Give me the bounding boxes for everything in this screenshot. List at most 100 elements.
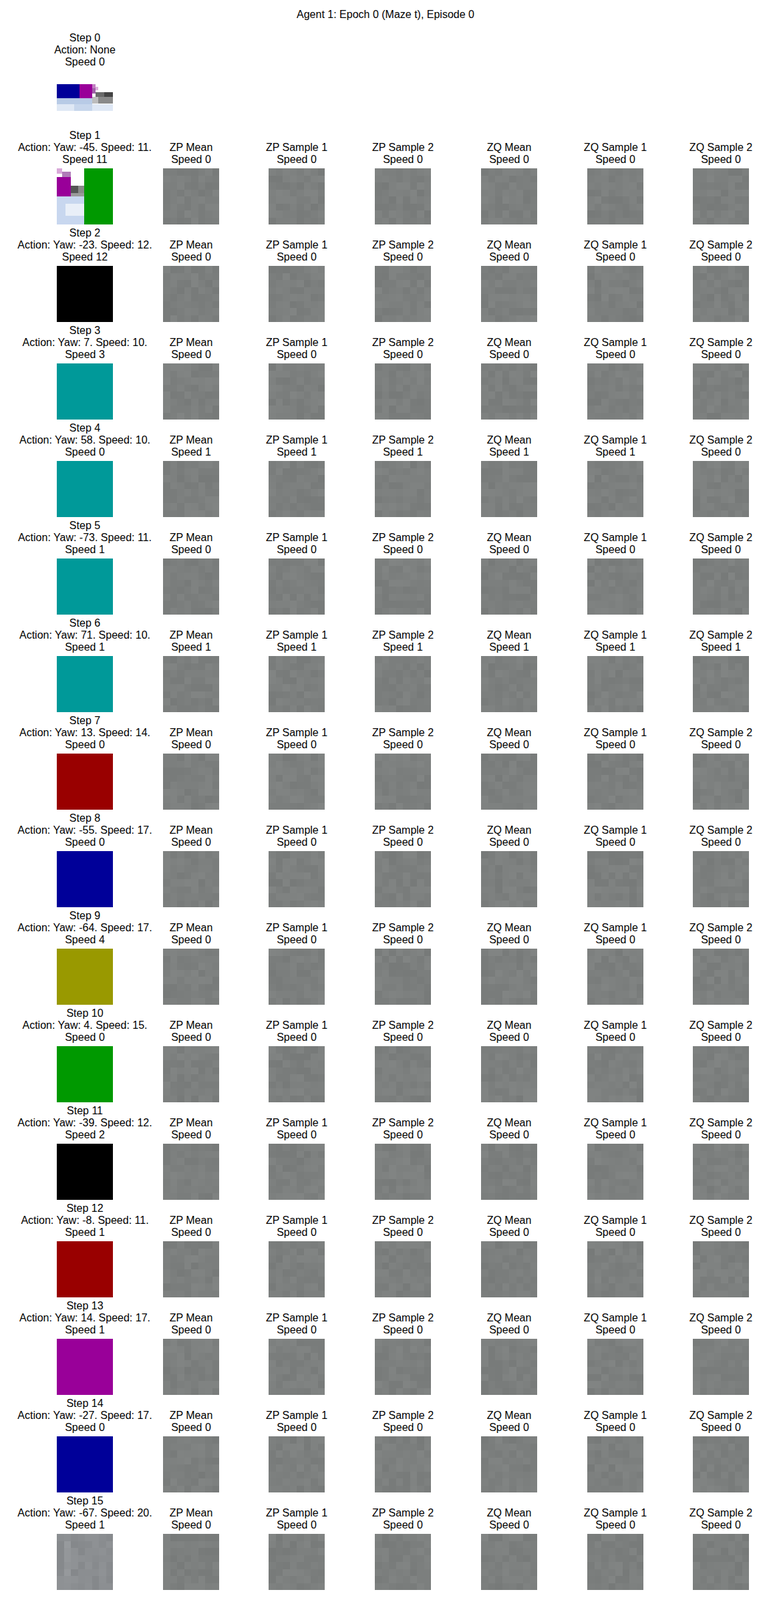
pixel-block	[509, 468, 517, 476]
pixel-block	[205, 293, 213, 302]
pixel-block	[734, 412, 743, 421]
pixel-block	[416, 460, 425, 469]
pixel-block	[502, 468, 510, 476]
pixel-block	[177, 182, 185, 190]
pixel-block	[374, 273, 383, 281]
pixel-block	[495, 217, 503, 226]
pixel-block	[601, 460, 609, 469]
pixel-block	[212, 217, 220, 226]
pixel-block	[622, 196, 630, 204]
pixel-block	[177, 460, 185, 469]
pixel-block	[488, 301, 496, 309]
pixel-block	[184, 203, 192, 212]
pixel-block	[727, 468, 735, 476]
pixel-block	[402, 175, 411, 184]
pixel-block	[402, 377, 411, 385]
pixel-block	[177, 565, 185, 574]
pixel-block	[509, 482, 517, 490]
pixel-block	[303, 189, 311, 198]
pixel-block	[289, 412, 297, 421]
pixel-block	[289, 405, 297, 413]
pixel-block	[282, 370, 290, 379]
pixel-block	[170, 482, 178, 490]
pixel-block	[481, 503, 489, 511]
pixel-block	[317, 384, 325, 393]
pixel-block	[601, 377, 609, 385]
pixel-block	[509, 600, 517, 608]
pixel-block	[530, 607, 538, 616]
pixel-block	[488, 593, 496, 602]
pixel-block	[601, 475, 609, 483]
pixel-block	[388, 496, 397, 504]
pixel-block	[310, 384, 319, 393]
pixel-block	[374, 558, 383, 566]
pixel-block	[734, 405, 743, 413]
pixel-block	[530, 475, 538, 483]
pixel-block	[296, 182, 304, 190]
pixel-block	[727, 287, 735, 295]
pixel-block	[56, 363, 113, 420]
pixel-block	[388, 287, 397, 295]
pixel-block	[317, 600, 325, 608]
pixel-block	[636, 363, 644, 371]
pixel-block	[593, 307, 602, 316]
pixel-block	[741, 496, 749, 504]
pixel-block	[381, 307, 389, 316]
pixel-block	[198, 210, 206, 218]
pixel-block	[402, 579, 411, 588]
pixel-block	[720, 293, 729, 302]
pixel-block	[523, 572, 531, 580]
pixel-block	[741, 489, 749, 497]
panel-title: Speed 0	[700, 153, 741, 166]
pixel-block	[289, 572, 297, 580]
pixel-block	[509, 391, 517, 399]
pixel-block	[205, 496, 213, 504]
pixel-block	[317, 405, 325, 413]
panel-image	[481, 363, 538, 420]
pixel-block	[516, 460, 524, 469]
pixel-block	[727, 279, 735, 288]
pixel-block	[310, 503, 319, 511]
pixel-block	[488, 510, 496, 518]
pixel-block	[296, 210, 304, 218]
pixel-block	[706, 307, 715, 316]
pixel-block	[381, 468, 389, 476]
pixel-block	[409, 607, 417, 616]
pixel-block	[289, 315, 297, 323]
pixel-block	[727, 377, 735, 385]
pixel-block	[163, 468, 171, 476]
image-panel: Step 4Action: Yaw: 58. Speed: 10.Speed 0	[19, 422, 151, 518]
pixel-block	[516, 468, 524, 476]
pixel-block	[622, 315, 630, 323]
pixel-block	[296, 315, 304, 323]
pixel-block	[303, 307, 311, 316]
pixel-block	[374, 203, 383, 212]
pixel-block	[713, 391, 721, 399]
pixel-block	[636, 460, 644, 469]
pixel-block	[184, 273, 192, 281]
pixel-block	[177, 189, 185, 198]
pixel-block	[205, 273, 213, 281]
pixel-block	[395, 175, 403, 184]
pixel-block	[163, 279, 171, 288]
pixel-block	[615, 412, 623, 421]
pixel-block	[317, 196, 325, 204]
pixel-block	[212, 315, 220, 323]
pixel-block	[212, 293, 220, 302]
pixel-block	[516, 572, 524, 580]
pixel-block	[212, 572, 220, 580]
pixel-block	[374, 579, 383, 588]
pixel-block	[163, 370, 171, 379]
pixel-block	[607, 384, 616, 393]
panel-image	[587, 265, 644, 323]
panel-image	[692, 168, 749, 225]
pixel-block	[727, 363, 735, 371]
pixel-block	[91, 84, 95, 89]
pixel-block	[296, 377, 304, 385]
pixel-block	[177, 384, 185, 393]
pixel-block	[699, 189, 707, 198]
pixel-block	[692, 384, 701, 393]
pixel-block	[593, 412, 602, 421]
pixel-block	[636, 279, 644, 288]
pixel-block	[205, 377, 213, 385]
